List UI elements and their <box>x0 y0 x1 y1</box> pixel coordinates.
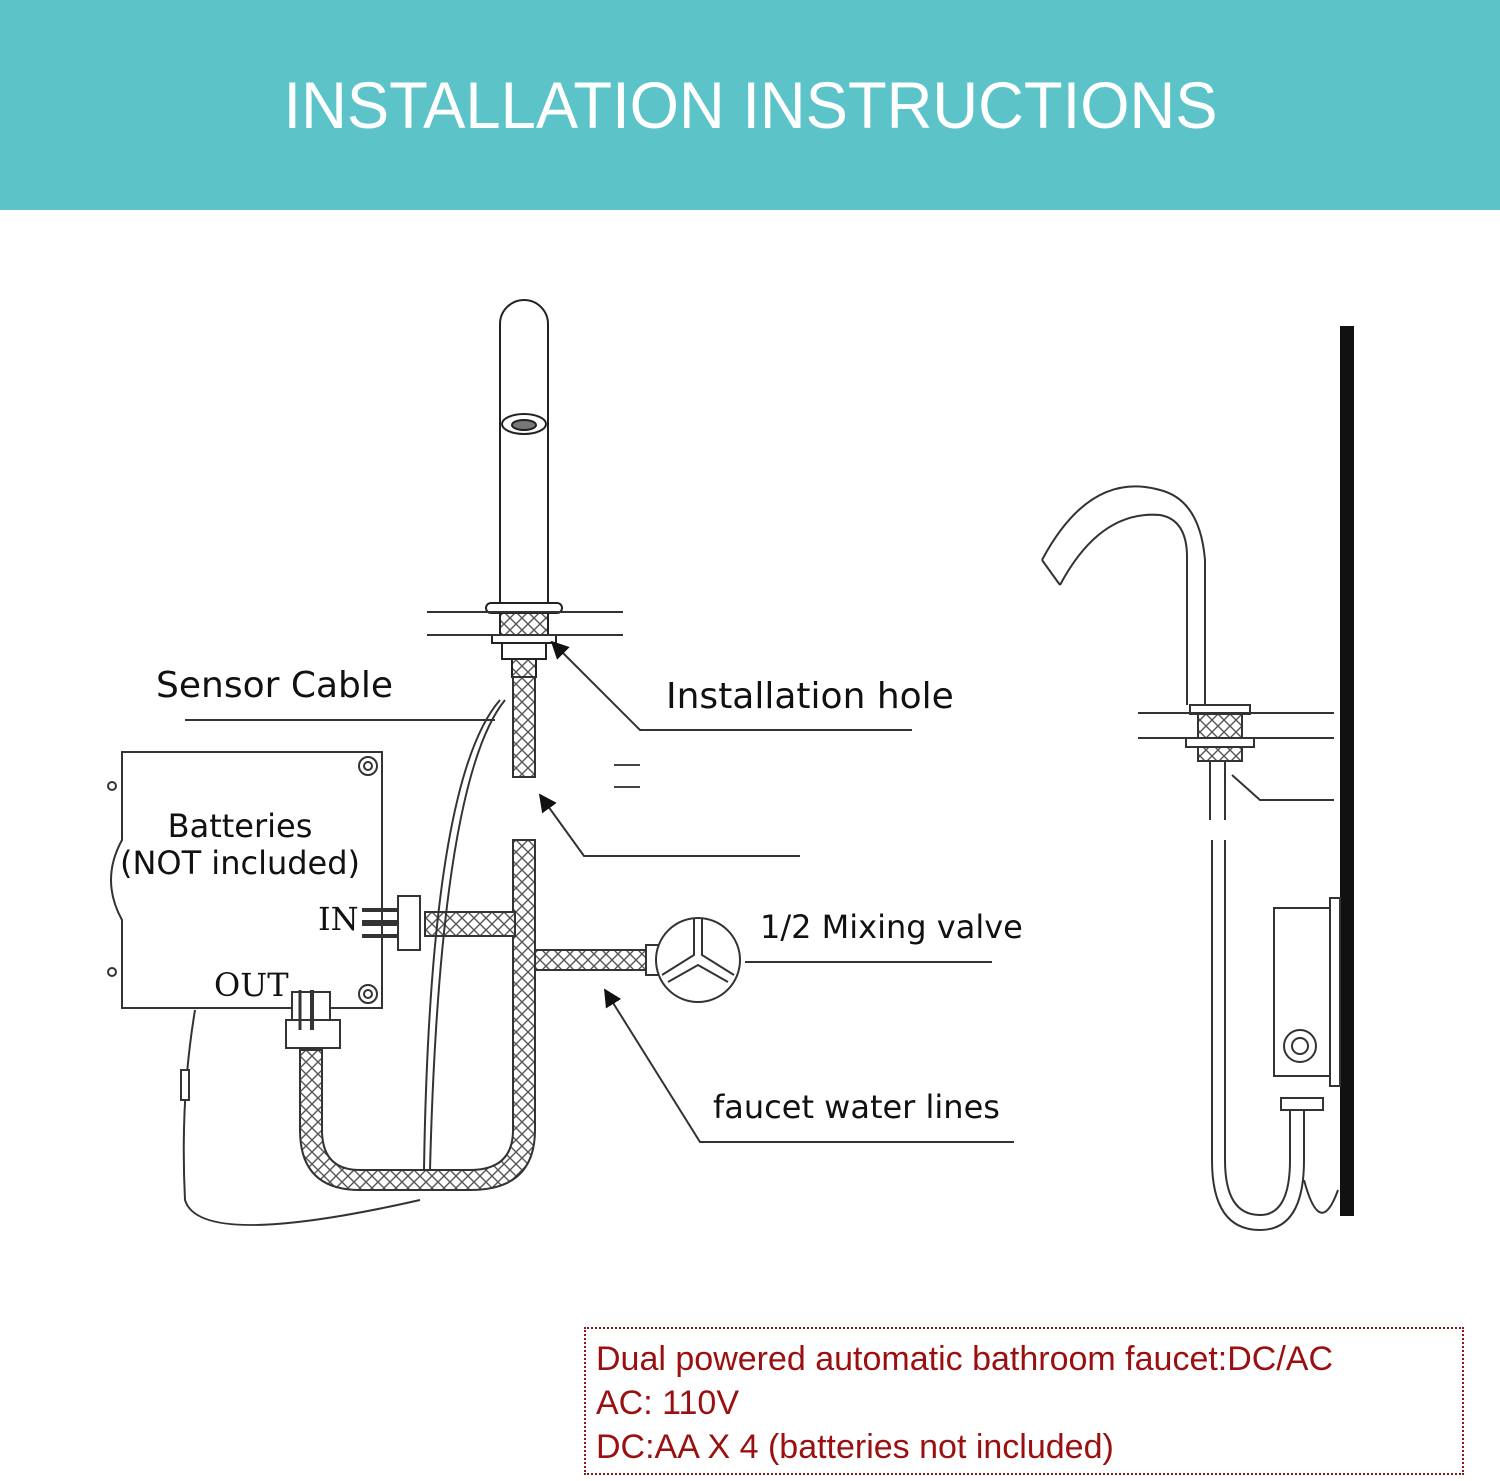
break-marks <box>614 764 640 788</box>
braided-water-line <box>299 676 656 1191</box>
side-view-faucet <box>1041 326 1354 1232</box>
label-batteries-line2: (NOT included) <box>119 844 361 882</box>
installation-diagram <box>107 299 1354 1232</box>
control-box <box>107 751 421 1226</box>
wall <box>1340 326 1354 1216</box>
specs-box: Dual powered automatic bathroom faucet:D… <box>584 1327 1464 1475</box>
label-faucet-water-lines: faucet water lines <box>713 1088 1000 1126</box>
header-banner: INSTALLATION INSTRUCTIONS <box>0 0 1500 210</box>
page-title: INSTALLATION INSTRUCTIONS <box>282 68 1218 142</box>
counter-top-lines <box>427 611 623 636</box>
spec-line-power: Dual powered automatic bathroom faucet:D… <box>596 1340 1334 1378</box>
sensor-cable <box>185 699 506 1171</box>
label-out-port: OUT <box>214 966 289 1004</box>
label-installation-hole: Installation hole <box>666 676 954 717</box>
faucet-spout-straight <box>485 299 563 678</box>
label-batteries-line1: Batteries <box>167 807 313 845</box>
spec-line-dc: DC:AA X 4 (batteries not included) <box>596 1428 1114 1466</box>
mixing-valve <box>645 917 741 1003</box>
spec-line-ac: AC: 110V <box>596 1384 740 1422</box>
leader-lines <box>538 640 1014 1143</box>
label-mixing-valve: 1/2 Mixing valve <box>760 908 1023 946</box>
label-sensor-cable: Sensor Cable <box>156 665 394 706</box>
label-in-port: IN <box>318 900 359 938</box>
label-batteries: Batteries (NOT included) <box>100 808 380 882</box>
